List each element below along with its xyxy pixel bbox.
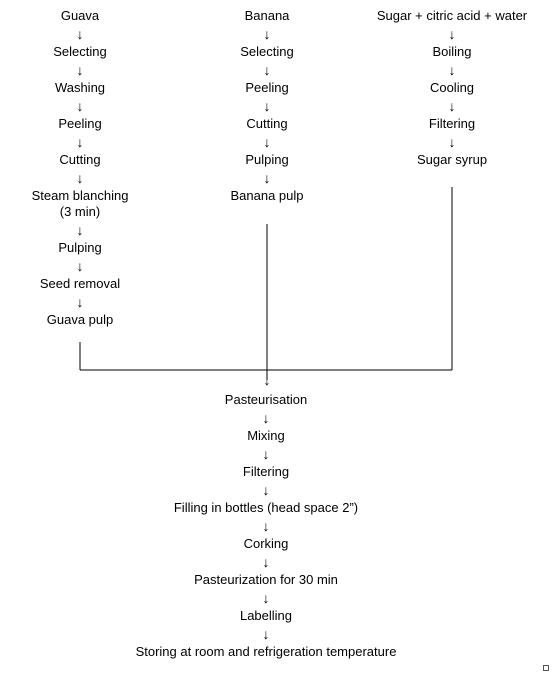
step-steam-blanching: Steam blanching (3 min) bbox=[31, 188, 129, 219]
step-boiling: Boiling bbox=[432, 44, 472, 59]
down-arrow-icon: ↓ bbox=[76, 294, 84, 310]
step-mixing: Mixing bbox=[247, 428, 285, 443]
step-sugar-syrup: Sugar syrup bbox=[416, 152, 488, 167]
step-pulping: Pulping bbox=[245, 152, 289, 167]
down-arrow-icon: ↓ bbox=[448, 26, 456, 42]
step-cutting: Cutting bbox=[246, 116, 288, 131]
down-arrow-icon: ↓ bbox=[76, 62, 84, 78]
down-arrow-icon: ↓ bbox=[262, 590, 270, 606]
step-filtering: Filtering bbox=[242, 464, 290, 479]
down-arrow-icon: ↓ bbox=[76, 26, 84, 42]
step-guava: Guava bbox=[60, 8, 100, 23]
step-storing: Storing at room and refrigeration temper… bbox=[135, 644, 397, 659]
sugar-syrup-process-column: Sugar + citric acid + water ↓ Boiling ↓ … bbox=[352, 8, 552, 168]
step-cutting: Cutting bbox=[59, 152, 101, 167]
combined-process-column: Pasteurisation ↓ Mixing ↓ Filtering ↓ Fi… bbox=[66, 392, 466, 660]
step-peeling: Peeling bbox=[58, 116, 102, 131]
down-arrow-icon: ↓ bbox=[76, 170, 84, 186]
corner-marker bbox=[543, 665, 549, 671]
step-pasteurisation: Pasteurisation bbox=[224, 392, 308, 407]
step-seed-removal: Seed removal bbox=[39, 276, 121, 291]
down-arrow-icon: ↓ bbox=[448, 98, 456, 114]
step-labelling: Labelling bbox=[239, 608, 293, 623]
down-arrow-icon: ↓ bbox=[76, 258, 84, 274]
step-filling-in-bottles: Filling in bottles (head space 2”) bbox=[173, 500, 359, 515]
step-pulping: Pulping bbox=[58, 240, 102, 255]
down-arrow-icon: ↓ bbox=[263, 26, 271, 42]
step-banana-pulp: Banana pulp bbox=[230, 188, 304, 203]
down-arrow-icon: ↓ bbox=[262, 626, 270, 642]
step-washing: Washing bbox=[54, 80, 106, 95]
down-arrow-icon: ↓ bbox=[76, 134, 84, 150]
step-selecting: Selecting bbox=[53, 44, 107, 59]
step-corking: Corking bbox=[243, 536, 289, 551]
merge-down-arrow-icon: ↓ bbox=[263, 372, 271, 388]
down-arrow-icon: ↓ bbox=[262, 518, 270, 534]
step-sugar-citric-water: Sugar + citric acid + water bbox=[376, 8, 528, 23]
step-peeling: Peeling bbox=[245, 80, 289, 95]
step-filtering: Filtering bbox=[428, 116, 476, 131]
down-arrow-icon: ↓ bbox=[262, 554, 270, 570]
down-arrow-icon: ↓ bbox=[263, 98, 271, 114]
banana-process-column: Banana ↓ Selecting ↓ Peeling ↓ Cutting ↓… bbox=[187, 8, 347, 204]
step-selecting: Selecting bbox=[240, 44, 294, 59]
step-banana: Banana bbox=[244, 8, 290, 23]
down-arrow-icon: ↓ bbox=[448, 62, 456, 78]
down-arrow-icon: ↓ bbox=[448, 134, 456, 150]
down-arrow-icon: ↓ bbox=[262, 410, 270, 426]
down-arrow-icon: ↓ bbox=[76, 98, 84, 114]
down-arrow-icon: ↓ bbox=[263, 134, 271, 150]
down-arrow-icon: ↓ bbox=[76, 222, 84, 238]
down-arrow-icon: ↓ bbox=[262, 446, 270, 462]
step-guava-pulp: Guava pulp bbox=[46, 312, 114, 327]
guava-process-column: Guava ↓ Selecting ↓ Washing ↓ Peeling ↓ … bbox=[0, 8, 160, 328]
down-arrow-icon: ↓ bbox=[263, 62, 271, 78]
step-pasteurization-30-min: Pasteurization for 30 min bbox=[194, 572, 338, 587]
step-cooling: Cooling bbox=[429, 80, 475, 95]
down-arrow-icon: ↓ bbox=[262, 482, 270, 498]
down-arrow-icon: ↓ bbox=[263, 170, 271, 186]
